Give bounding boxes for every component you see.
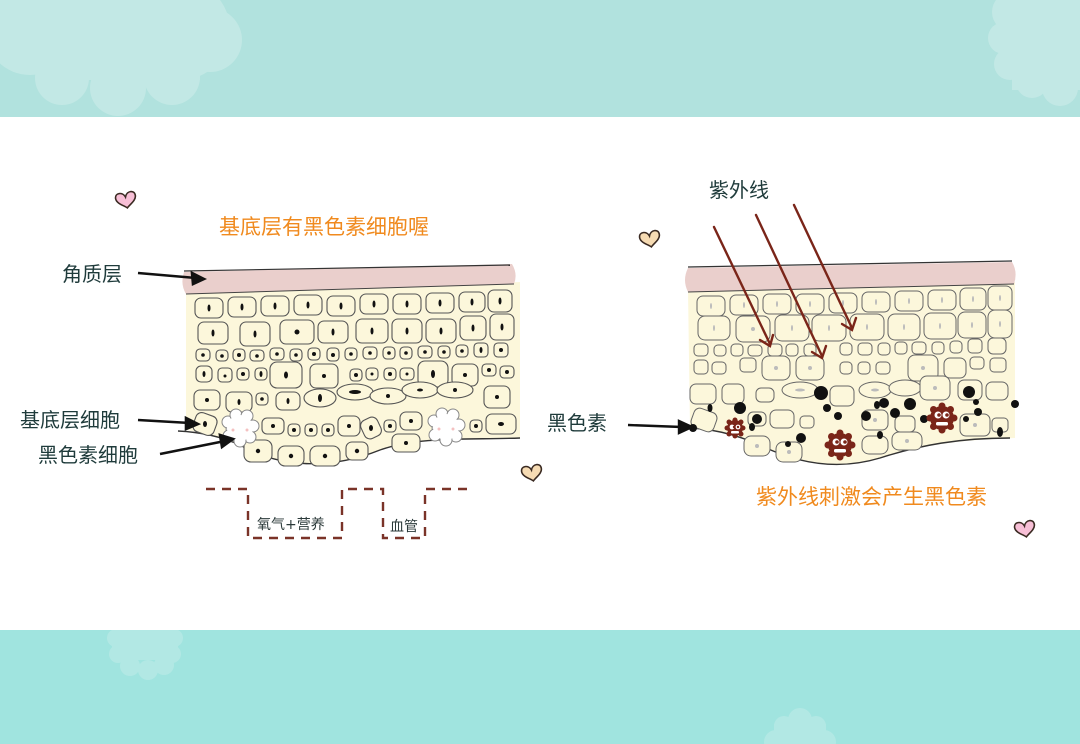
right-diagram-caption: 紫外线刺激会产生黑色素: [756, 485, 987, 509]
bottom-banner: [0, 630, 1080, 744]
cloud-decoration-bottom-left: [107, 630, 183, 680]
cloud-decoration-top-left: [0, 0, 242, 116]
uv-arrows: [712, 203, 858, 360]
label-melanocyte: 黑色素细胞: [38, 443, 138, 467]
melanin-granules: [689, 386, 1019, 447]
label-melanin: 黑色素: [547, 411, 607, 435]
stratum-corneum-left: [182, 264, 516, 294]
melanin-creature-icon: [724, 402, 958, 461]
label-basal-cell: 基底层细胞: [20, 408, 120, 432]
label-blood-vessel: 血管: [390, 519, 418, 535]
cloud-decoration-bottom-right: [764, 708, 836, 744]
cloud-decoration-top-right: [988, 0, 1080, 106]
label-uv-rays: 紫外线: [709, 178, 769, 202]
left-diagram-title: 基底层有黑色素细胞喔: [219, 215, 429, 239]
label-stratum-corneum: 角质层: [62, 262, 122, 286]
label-oxygen-nutrients: 氧气+营养: [257, 517, 325, 533]
stratum-corneum-right: [685, 262, 1016, 292]
top-banner: [0, 0, 1080, 117]
blood-vessel-outline: [206, 487, 470, 540]
